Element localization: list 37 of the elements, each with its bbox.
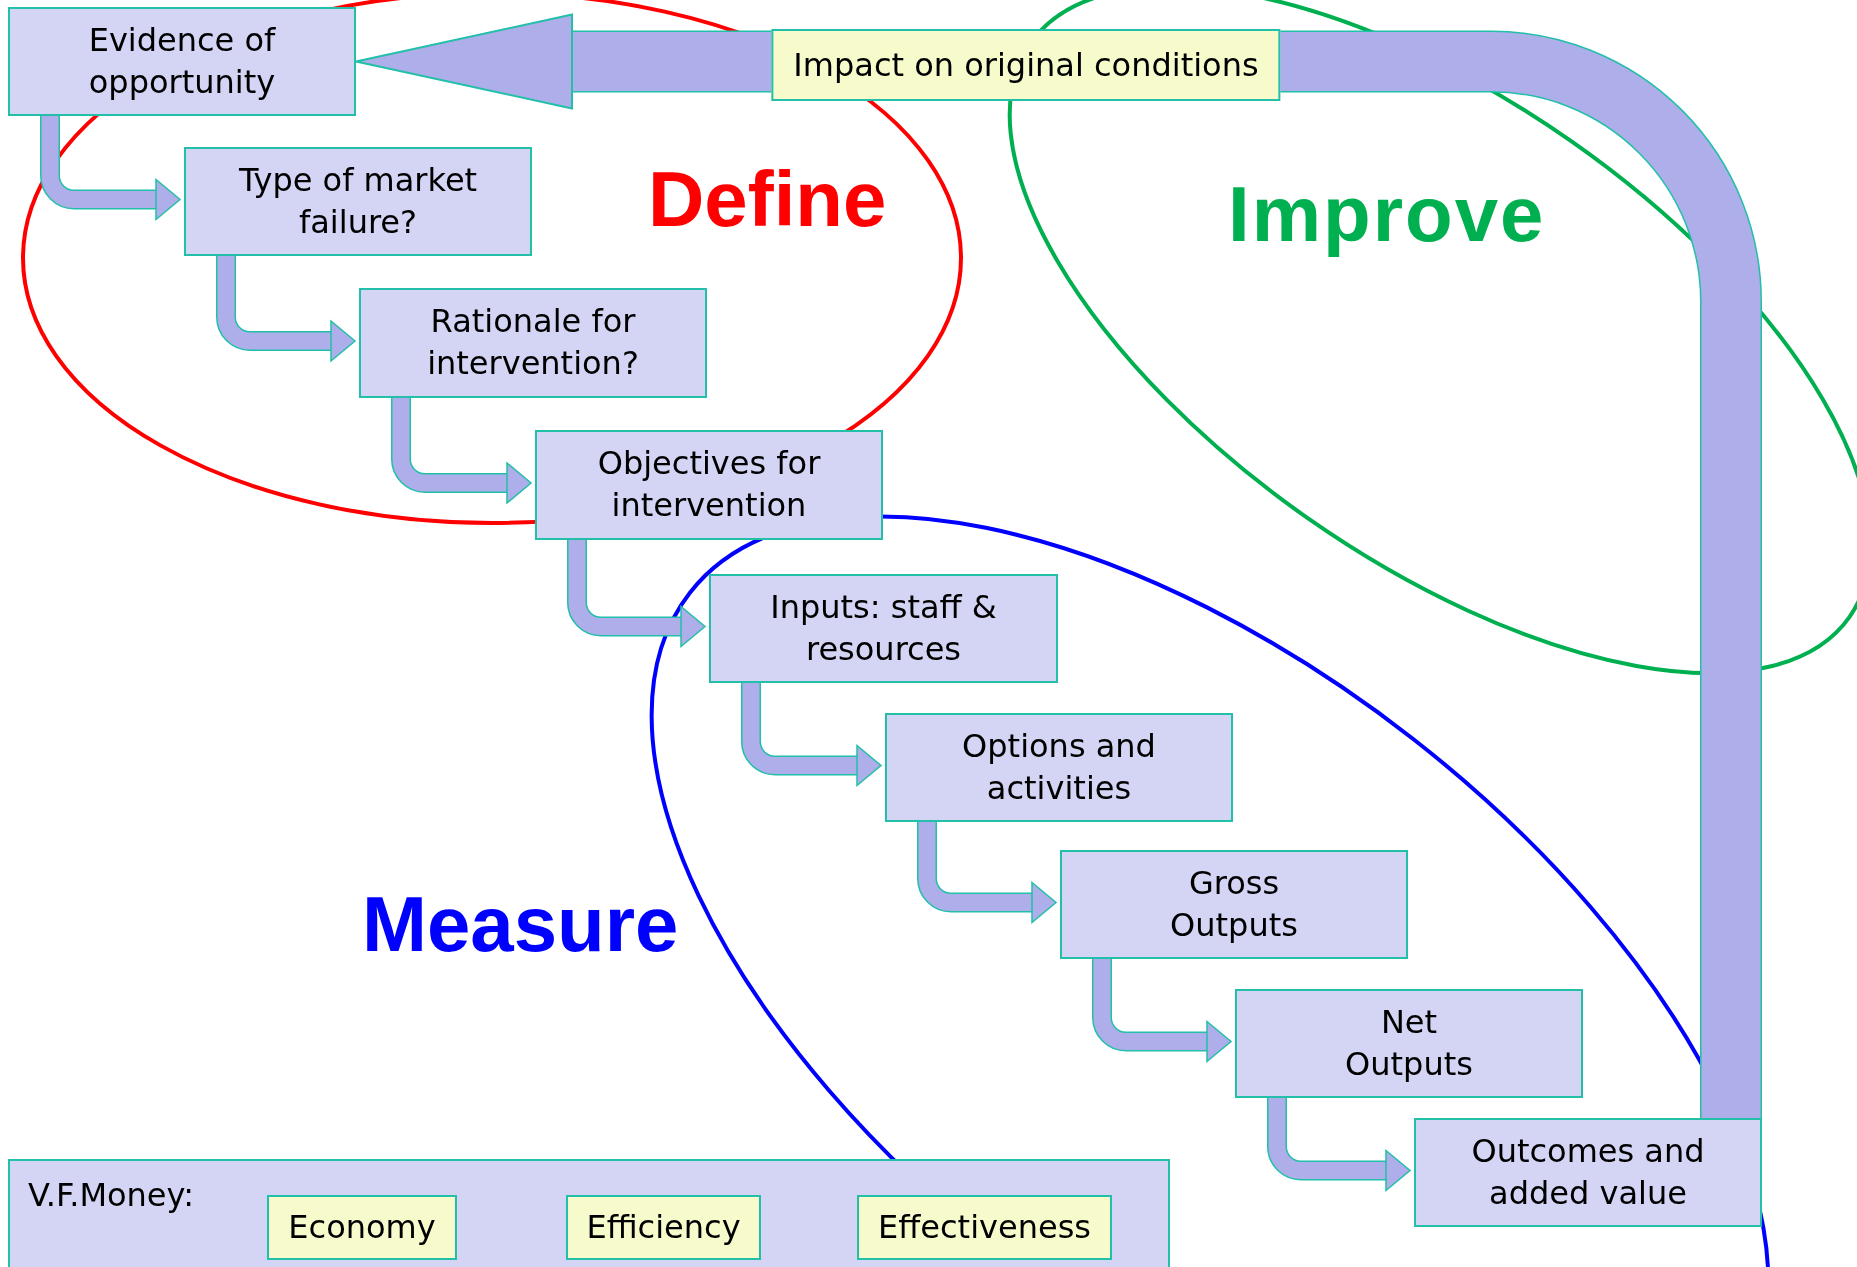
box-text: Objectives for intervention [596, 443, 822, 526]
arrow [217, 256, 356, 362]
process-box [267, 1195, 457, 1260]
box-text: Economy [288, 1206, 436, 1248]
arrow [568, 540, 706, 648]
box-text: Efficiency [586, 1206, 741, 1248]
box-text: Gross Outputs [1169, 862, 1299, 946]
box-text: Effectiveness [878, 1206, 1091, 1248]
section-title: Define [648, 160, 887, 238]
box-text: Outcomes and added value [1470, 1130, 1706, 1214]
process-box [359, 288, 707, 398]
box-text: Net Outputs [1344, 1001, 1474, 1085]
process-box [709, 574, 1058, 683]
arrow [1093, 959, 1232, 1063]
process-box [1414, 1118, 1762, 1227]
box-text: Evidence of opportunity [87, 19, 277, 103]
process-box [1060, 850, 1408, 959]
panel [8, 1159, 1170, 1267]
process-box [885, 713, 1233, 822]
process-box [184, 147, 532, 256]
arrow [392, 398, 532, 504]
section-title: Measure [362, 885, 679, 963]
box-text: Inputs: staff & resources [769, 586, 998, 670]
arrow [1268, 1098, 1411, 1192]
edge-label: Impact on original conditions [771, 28, 1281, 101]
arrow [918, 822, 1057, 924]
box-text: Type of market failure? [237, 159, 479, 243]
box-text: Options and activities [961, 725, 1157, 809]
process-box [857, 1195, 1112, 1260]
process-box [1235, 989, 1583, 1098]
process-box [535, 430, 883, 540]
arrow [41, 116, 181, 221]
process-box [566, 1195, 761, 1260]
arrow [742, 683, 882, 787]
panel-title: V.F.Money: [28, 1175, 194, 1216]
box-text: Rationale for intervention? [426, 301, 640, 384]
process-box [8, 7, 356, 116]
